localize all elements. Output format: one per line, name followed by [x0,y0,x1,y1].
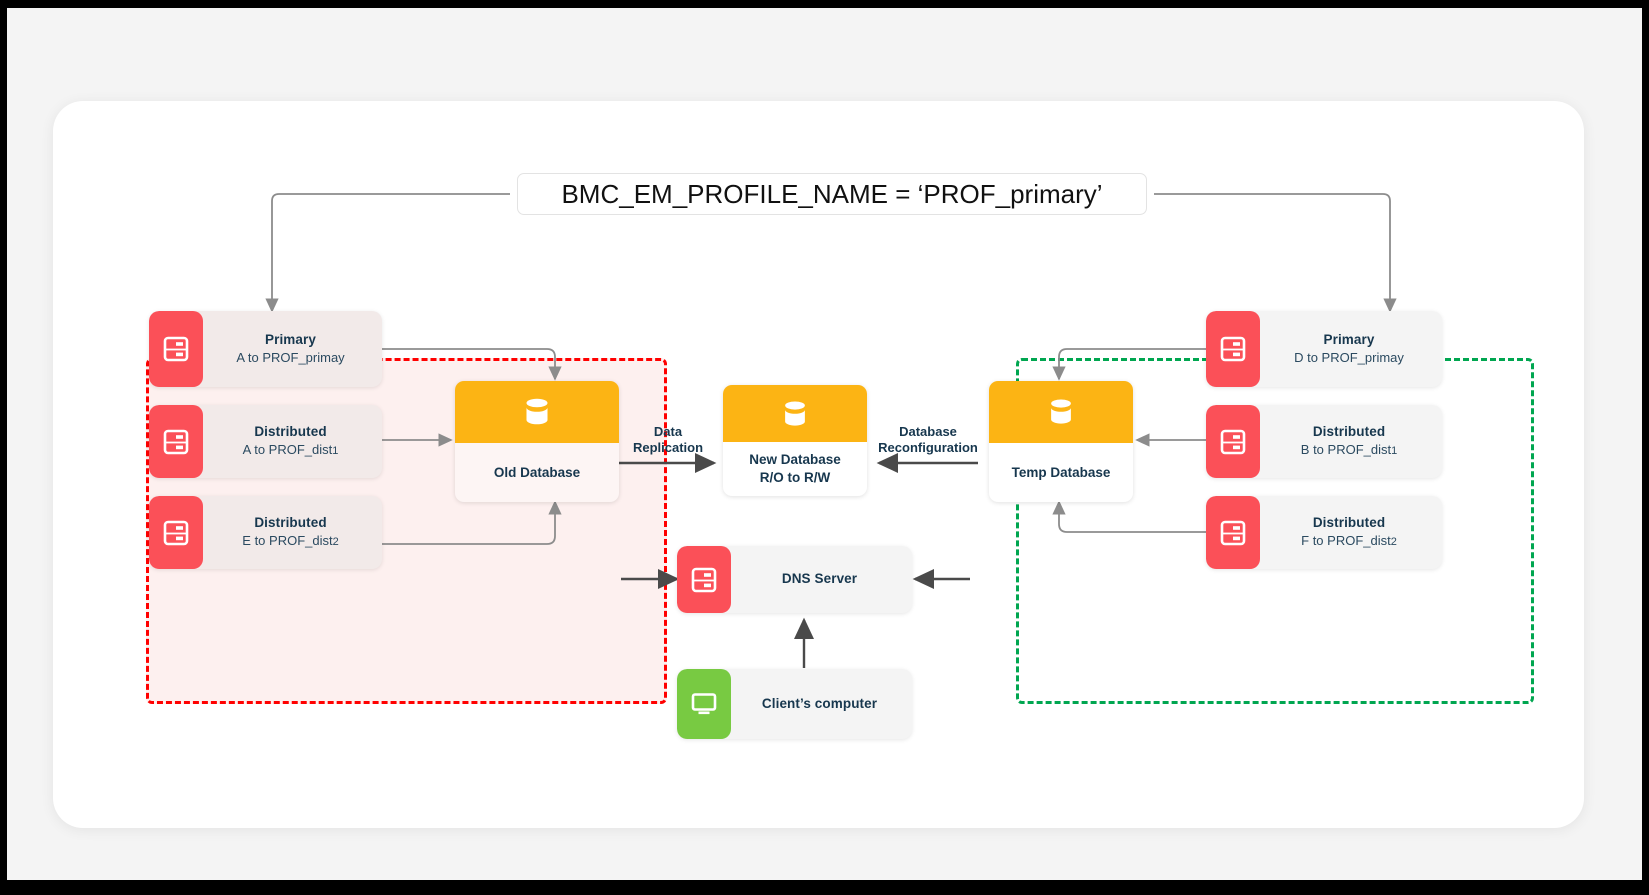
node-title: Distributed [254,515,327,531]
node-body: DNS Server [721,546,912,613]
database-icon [723,385,867,442]
node-subtitle: D to PROF_primay [1294,349,1404,365]
node-title: Distributed [1312,424,1386,440]
node-subtitle: A to PROF_primay [236,349,345,365]
node-title: Client’s computer [761,695,878,711]
node-left-distributed-1[interactable]: Distributed A to PROF_dist1 [149,405,382,478]
server-icon [1206,496,1260,569]
node-title: Distributed [1312,515,1386,531]
server-icon [677,546,731,613]
node-left-distributed-2[interactable]: Distributed E to PROF_dist2 [149,496,382,569]
node-right-distributed-2[interactable]: Distributed F to PROF_dist2 [1206,496,1442,569]
temp-database-node[interactable]: Temp Database [989,381,1133,502]
node-body: Primary D to PROF_primay [1250,311,1442,387]
node-title: Distributed [254,424,327,440]
old-database-node[interactable]: Old Database [455,381,619,502]
database-label: Temp Database [1011,464,1111,480]
node-right-primary[interactable]: Primary D to PROF_primay [1206,311,1442,387]
edge-label-data-replication: Data Replication [632,424,704,456]
node-title: DNS Server [781,571,858,587]
server-icon [149,405,203,478]
node-body: Distributed B to PROF_dist1 [1250,405,1442,478]
new-database-node[interactable]: New Database R/O to R/W [723,385,867,496]
database-label: New Database R/O to R/W [749,452,841,485]
dns-server-node[interactable]: DNS Server [677,546,912,613]
server-icon [149,311,203,387]
server-icon [1206,405,1260,478]
node-subtitle: F to PROF_dist2 [1301,533,1397,549]
node-subtitle: A to PROF_dist1 [242,442,339,458]
node-right-distributed-1[interactable]: Distributed B to PROF_dist1 [1206,405,1442,478]
node-title: Primary [265,331,316,347]
database-label: Old Database [493,464,581,480]
edge-label-database-reconfiguration: Database Reconfiguration [878,424,978,456]
profile-name-pill: BMC_EM_PROFILE_NAME = ‘PROF_primary’ [517,173,1147,215]
node-body: Client’s computer [721,669,912,739]
clients-computer-node[interactable]: Client’s computer [677,669,912,739]
node-body: Primary A to PROF_primay [193,311,382,387]
node-body: Distributed F to PROF_dist2 [1250,496,1442,569]
node-title: Primary [1323,331,1375,347]
server-icon [149,496,203,569]
node-left-primary[interactable]: Primary A to PROF_primay [149,311,382,387]
database-icon [455,381,619,443]
monitor-icon [677,669,731,739]
node-body: Distributed E to PROF_dist2 [193,496,382,569]
server-icon [1206,311,1260,387]
node-subtitle: B to PROF_dist1 [1300,442,1398,458]
profile-name-text: BMC_EM_PROFILE_NAME = ‘PROF_primary’ [561,178,1103,209]
outer-frame: BMC_EM_PROFILE_NAME = ‘PROF_primary’ Pri… [7,8,1642,880]
node-subtitle: E to PROF_dist2 [242,533,339,549]
node-body: Distributed A to PROF_dist1 [193,405,382,478]
database-icon [989,381,1133,443]
